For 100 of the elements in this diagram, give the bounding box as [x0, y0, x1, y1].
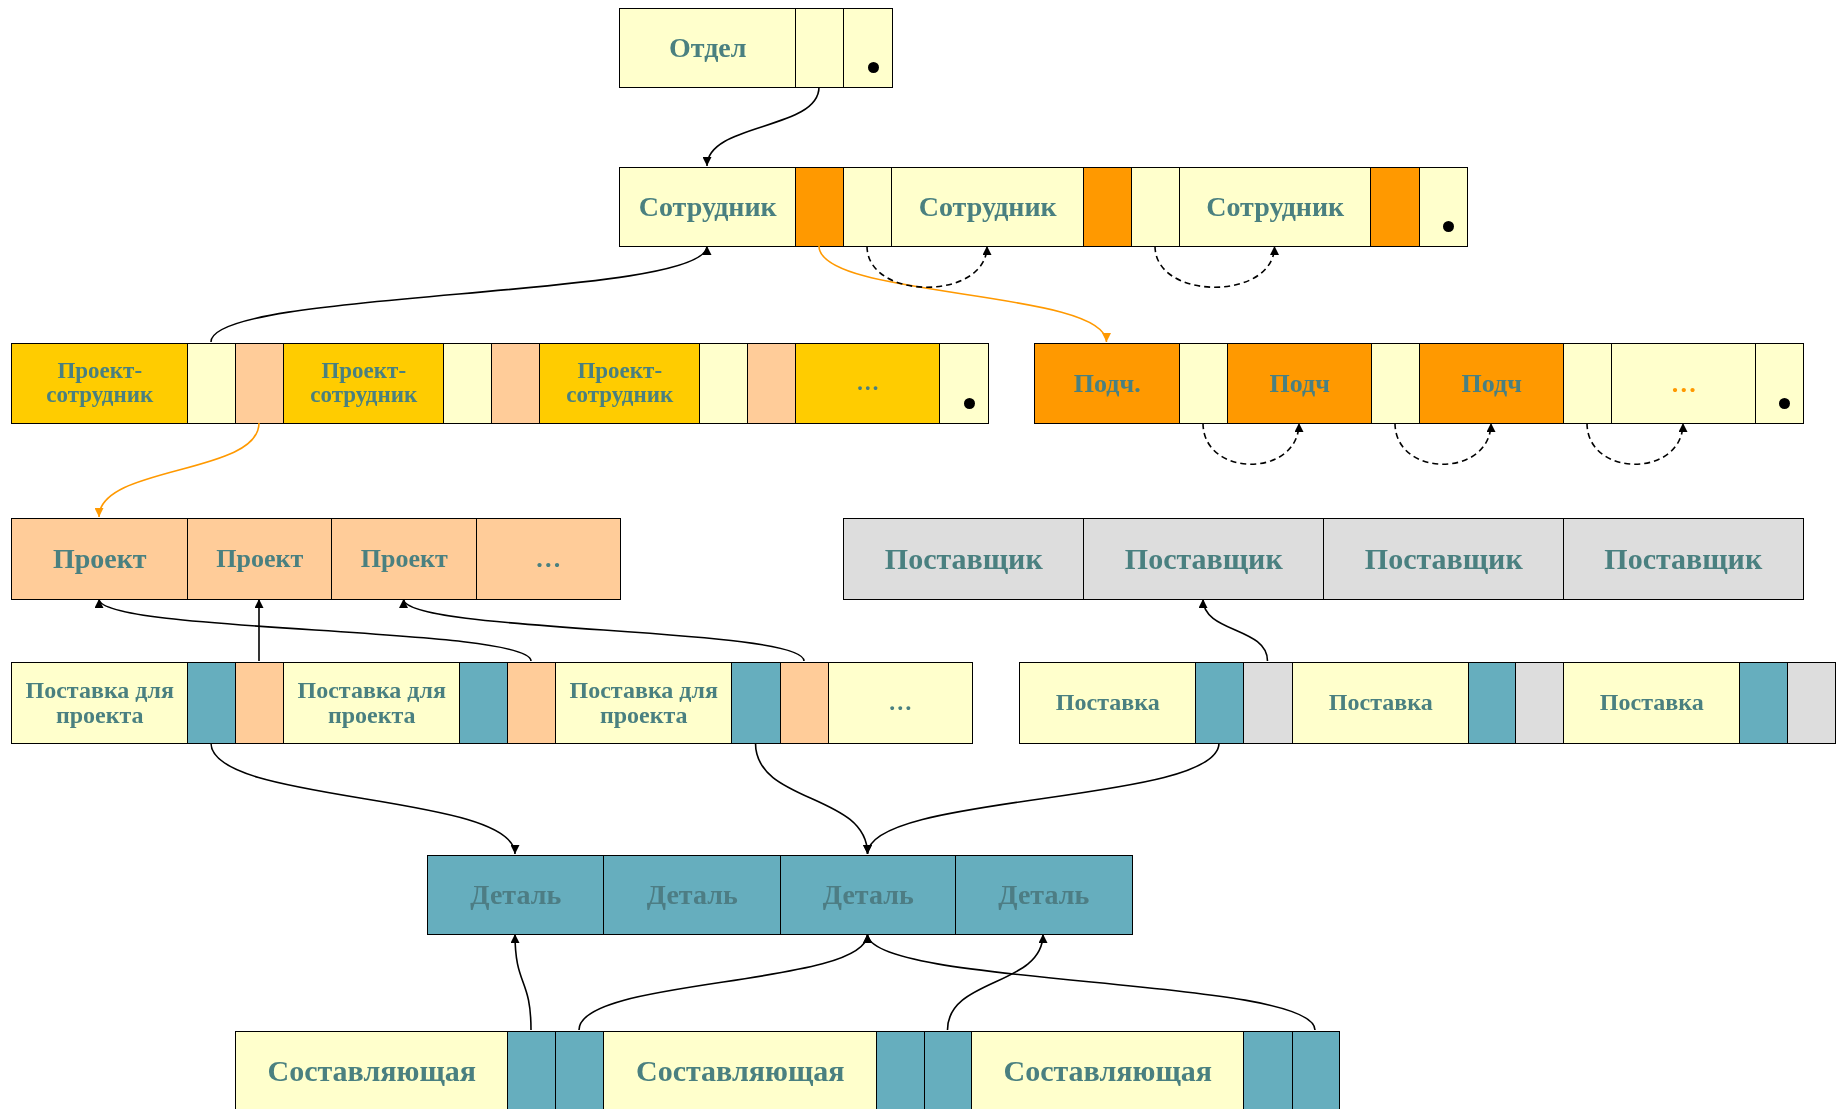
- record-field: [427, 855, 605, 935]
- record-field: [1370, 167, 1421, 247]
- pointer-arrow: [866, 245, 990, 289]
- record-field: [555, 1031, 605, 1109]
- field-label: Проект-сотрудник: [565, 359, 675, 408]
- record-field: [1243, 662, 1294, 744]
- record-field: [1468, 662, 1517, 744]
- field-label: Проект-сотрудник: [309, 359, 419, 408]
- record-field: [1083, 518, 1325, 600]
- record-field: [507, 1031, 557, 1109]
- record-field: [1755, 343, 1804, 424]
- pointer-arrow: [578, 933, 869, 1031]
- record-field: [828, 662, 973, 744]
- pointer-arrow: [1200, 598, 1269, 662]
- record-field: [747, 343, 797, 424]
- record-field: [843, 8, 893, 88]
- record-field: [459, 662, 509, 744]
- field-label: Проект-сотрудник: [45, 359, 155, 408]
- record-field: [1371, 343, 1421, 424]
- pointer-arrow: [1394, 422, 1495, 466]
- record-field: [843, 518, 1085, 600]
- record-field: [619, 8, 797, 88]
- pointer-arrow: [1586, 422, 1687, 466]
- record-field: [603, 855, 782, 935]
- record-field: [187, 662, 237, 744]
- field-label: Составляющая: [266, 1054, 477, 1086]
- record-field: [1195, 662, 1245, 744]
- field-label: Проект: [215, 545, 305, 573]
- field-label: …: [534, 545, 563, 573]
- record-field: [1131, 167, 1181, 247]
- record-field: [187, 343, 237, 424]
- record-field: [843, 167, 893, 247]
- record-field: [1292, 662, 1470, 744]
- field-label: Составляющая: [1002, 1054, 1213, 1086]
- record-field: [971, 1031, 1245, 1109]
- record-field: [235, 1031, 509, 1109]
- field-label: Сотрудник: [637, 192, 778, 222]
- field-label: Подч: [1268, 369, 1331, 397]
- record-field: [731, 662, 782, 744]
- field-label: Проект: [359, 545, 449, 573]
- record-field: [476, 518, 621, 600]
- record-field: [1739, 662, 1789, 744]
- record-field: [539, 343, 701, 424]
- field-label: Поставка для проекта: [24, 677, 175, 728]
- record-field: [1419, 343, 1565, 424]
- field-label: Деталь: [645, 880, 739, 910]
- record-field: [780, 855, 957, 935]
- record-field: [619, 167, 797, 247]
- record-field: [1419, 167, 1468, 247]
- record-field: [235, 343, 285, 424]
- record-field: [11, 662, 189, 744]
- record-field: [1083, 167, 1133, 247]
- field-label: Подч: [1460, 369, 1523, 397]
- record-field: [939, 343, 989, 424]
- field-label: Поставщик: [1123, 543, 1284, 575]
- record-field: [491, 343, 541, 424]
- record-field: [955, 855, 1133, 935]
- record-field: [1227, 343, 1373, 424]
- record-field: [1563, 662, 1741, 744]
- record-field: [11, 518, 189, 600]
- pointer-arrow: [704, 86, 820, 167]
- record-field: [283, 662, 461, 744]
- record-field: [1019, 662, 1197, 744]
- record-field: [1179, 343, 1229, 424]
- pointer-arrow: [866, 742, 1220, 855]
- record-field: [603, 1031, 878, 1109]
- record-field: [795, 167, 845, 247]
- record-field: [1611, 343, 1757, 424]
- pointer-arrow: [97, 422, 260, 518]
- pointer-arrow: [1202, 422, 1303, 466]
- pointer-arrow: [402, 598, 805, 662]
- field-label: Сотрудник: [1205, 192, 1346, 222]
- field-label: Поставщик: [1363, 543, 1524, 575]
- record-field: [699, 343, 749, 424]
- field-label: …: [1669, 369, 1698, 397]
- pointer-arrow: [254, 598, 264, 662]
- pointer-arrow: [866, 933, 1316, 1031]
- record-field: [876, 1031, 926, 1109]
- record-field: [1563, 343, 1613, 424]
- field-label: Поставщик: [883, 543, 1044, 575]
- pointer-arrow: [946, 933, 1047, 1031]
- record-field: [331, 518, 478, 600]
- field-label: Отдел: [668, 33, 748, 63]
- field-label: …: [855, 371, 881, 396]
- record-field: [795, 343, 941, 424]
- field-label: Поставка для проекта: [568, 677, 719, 728]
- field-label: Сотрудник: [917, 192, 1058, 222]
- field-label: Поставка: [1327, 690, 1434, 716]
- record-field: [1034, 343, 1181, 424]
- pointer-arrow: [510, 933, 532, 1031]
- record-field: [11, 343, 189, 424]
- record-field: [924, 1031, 973, 1109]
- field-label: Деталь: [469, 880, 563, 910]
- record-field: [1323, 518, 1565, 600]
- record-field: [1787, 662, 1836, 744]
- record-field: [795, 8, 845, 88]
- record-field: [235, 662, 285, 744]
- field-label: Поставка для проекта: [296, 677, 447, 728]
- pointer-arrow: [1154, 245, 1278, 289]
- record-field: [1243, 1031, 1294, 1109]
